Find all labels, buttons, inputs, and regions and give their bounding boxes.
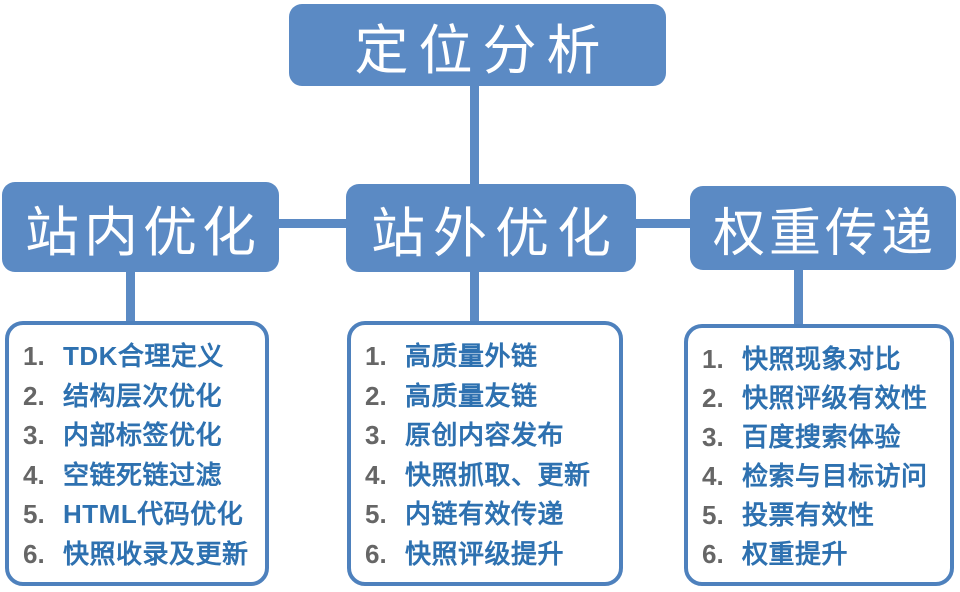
connector-weight-list	[794, 268, 803, 326]
root-node-positioning-analysis: 定位分析	[289, 4, 666, 86]
branch-node-label: 站内优化	[25, 202, 261, 263]
list-item: 1. 高质量外链	[365, 337, 611, 376]
list-box-weight: 1. 快照现象对比 2. 快照评级有效性 3. 百度搜索体验 4. 检索与目标访…	[684, 324, 954, 586]
item-number: 4.	[23, 459, 45, 490]
item-number: 6.	[365, 538, 387, 569]
list-item: 6. 快照评级提升	[365, 535, 611, 574]
item-number: 3.	[23, 420, 45, 451]
item-text: 检索与目标访问	[742, 461, 928, 491]
list-item: 5. HTML代码优化	[23, 495, 257, 534]
item-text: 权重提升	[742, 539, 849, 569]
item-text: 快照评级有效性	[742, 383, 928, 413]
list-item: 3. 原创内容发布	[365, 416, 611, 455]
branch-node-label: 权重传递	[712, 204, 937, 263]
list-item: 2. 快照评级有效性	[702, 379, 942, 418]
item-text: 内链有效传递	[405, 499, 565, 530]
list-item: 2. 结构层次优化	[23, 377, 257, 416]
item-number: 6.	[702, 539, 724, 569]
list-item: 5. 投票有效性	[702, 496, 942, 535]
item-text: HTML代码优化	[63, 499, 244, 530]
item-number: 1.	[702, 344, 724, 374]
list-item: 6. 权重提升	[702, 535, 942, 574]
item-number: 4.	[702, 461, 724, 491]
branch-node-weight-transfer: 权重传递	[690, 186, 956, 270]
list-box-offsite: 1. 高质量外链 2. 高质量友链 3. 原创内容发布 4. 快照抓取、更新 5…	[347, 321, 623, 586]
connector-onsite-list	[126, 268, 135, 324]
item-text: 高质量友链	[405, 380, 538, 411]
item-number: 4.	[365, 459, 387, 490]
item-text: 百度搜索体验	[742, 422, 902, 452]
item-number: 3.	[702, 422, 724, 452]
item-text: 内部标签优化	[63, 420, 223, 451]
list-item: 5. 内链有效传递	[365, 495, 611, 534]
item-text: 快照现象对比	[742, 344, 902, 374]
connector-offsite-weight	[629, 219, 696, 228]
list-item: 4. 快照抓取、更新	[365, 456, 611, 495]
list-item: 1. TDK合理定义	[23, 337, 257, 376]
item-text: 投票有效性	[742, 500, 875, 530]
item-text: 结构层次优化	[63, 380, 223, 411]
branch-node-onsite-optimization: 站内优化	[2, 182, 279, 272]
list-item: 3. 百度搜索体验	[702, 418, 942, 457]
branch-node-label: 站外优化	[371, 203, 619, 264]
item-number: 2.	[23, 380, 45, 411]
list-item: 1. 快照现象对比	[702, 340, 942, 379]
item-number: 2.	[702, 383, 724, 413]
item-number: 1.	[365, 341, 387, 371]
list-item: 4. 空链死链过滤	[23, 456, 257, 495]
item-text: 高质量外链	[405, 341, 538, 371]
item-number: 6.	[23, 538, 45, 569]
item-number: 5.	[365, 499, 387, 530]
item-text: 快照评级提升	[405, 538, 565, 569]
branch-node-offsite-optimization: 站外优化	[346, 184, 636, 272]
item-number: 1.	[23, 341, 45, 371]
list-item: 2. 高质量友链	[365, 377, 611, 416]
item-text: 空链死链过滤	[63, 459, 223, 490]
root-node-label: 定位分析	[354, 20, 611, 81]
list-item: 4. 检索与目标访问	[702, 457, 942, 496]
connector-onsite-offsite	[272, 219, 352, 228]
list-item: 6. 快照收录及更新	[23, 535, 257, 574]
item-number: 2.	[365, 380, 387, 411]
item-text: 原创内容发布	[405, 420, 565, 451]
item-text: 快照收录及更新	[63, 538, 249, 569]
list-item: 3. 内部标签优化	[23, 416, 257, 455]
item-number: 5.	[702, 500, 724, 530]
item-number: 5.	[23, 499, 45, 530]
item-text: TDK合理定义	[63, 341, 224, 371]
connector-root-to-offsite	[470, 84, 479, 188]
item-text: 快照抓取、更新	[405, 459, 591, 490]
list-box-onsite: 1. TDK合理定义 2. 结构层次优化 3. 内部标签优化 4. 空链死链过滤…	[5, 321, 269, 586]
item-number: 3.	[365, 420, 387, 451]
connector-offsite-list	[470, 268, 479, 324]
